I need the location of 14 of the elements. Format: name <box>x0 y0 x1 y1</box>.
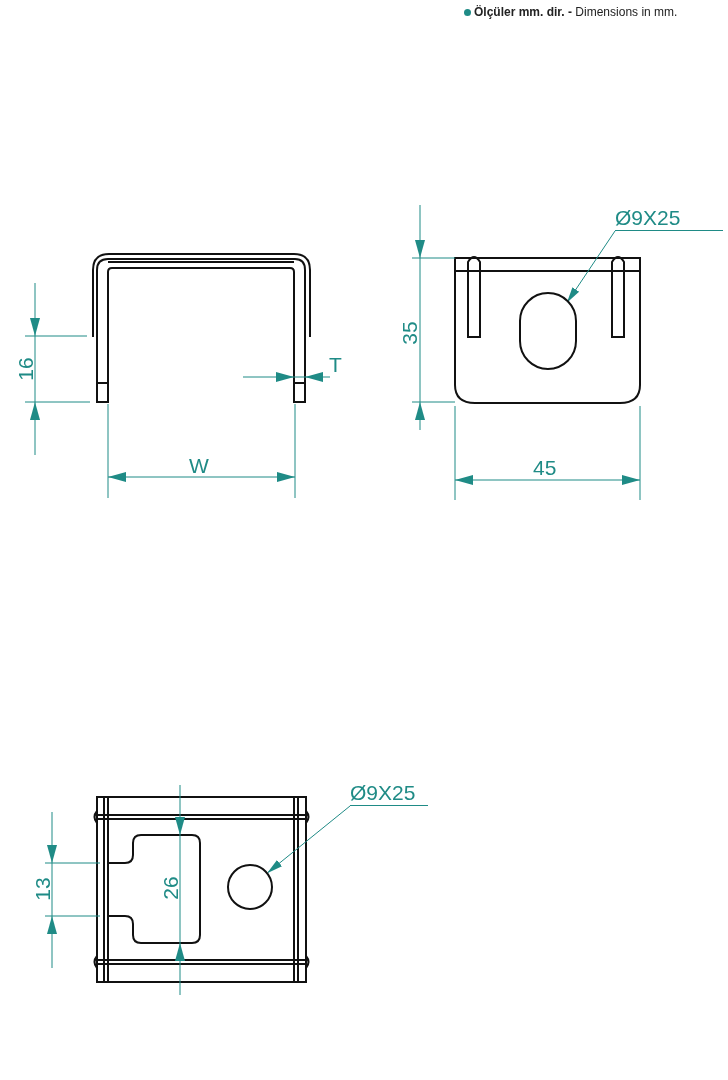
dimension-label: T <box>329 354 342 376</box>
leader-text: Ø9X25 <box>615 206 681 229</box>
dimension-label: 45 <box>533 457 557 479</box>
round-hole <box>227 864 273 910</box>
slot-hole <box>519 292 577 370</box>
note-text: Ölçüler mm. dir. - Dimensions in mm. <box>474 5 678 19</box>
leader-line <box>566 230 616 303</box>
dimension-label: 35 <box>398 321 421 345</box>
dimension-label: 26 <box>159 876 182 900</box>
leader-line <box>267 805 351 874</box>
dimension-label: 13 <box>31 877 54 901</box>
dimension-label: 16 <box>14 357 37 381</box>
dimension-label: W <box>189 455 209 477</box>
leader-text: Ø9X25 <box>350 781 416 804</box>
